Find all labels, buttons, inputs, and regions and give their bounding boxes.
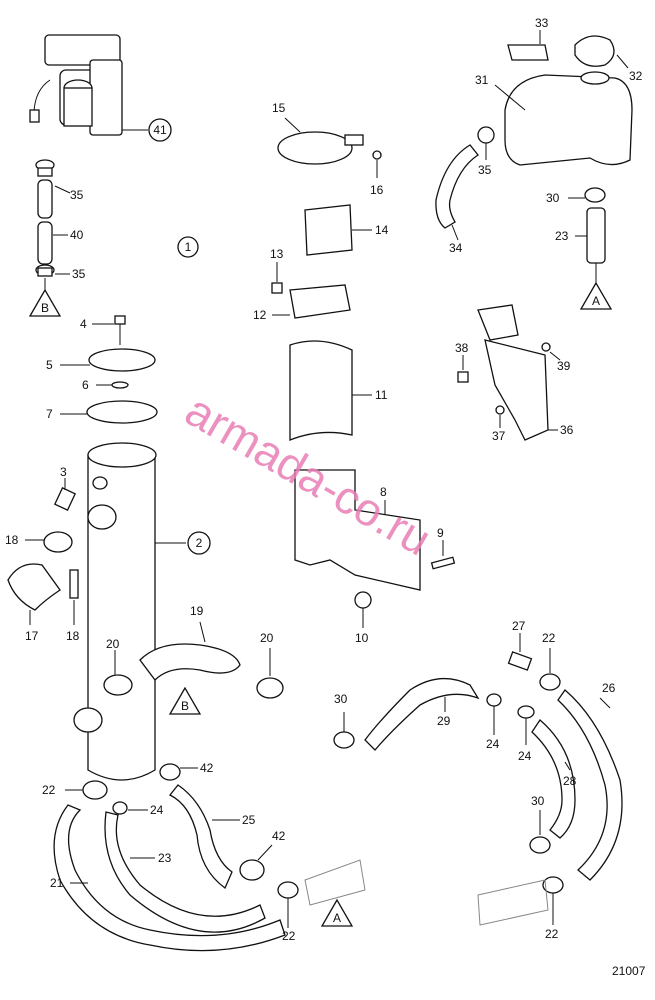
- callout-24a: 24: [150, 803, 164, 817]
- callout-6: 6: [82, 378, 89, 392]
- callout-2: 2: [196, 536, 203, 550]
- callout-11: 11: [375, 388, 388, 402]
- lower-hoses: 21 23 25 42 22: [50, 784, 366, 952]
- callout-42a: 42: [200, 761, 214, 775]
- callout-1: 1: [185, 240, 192, 254]
- right-hoses: 27 22 26 29 24 30 24 28 30 22: [333, 619, 623, 941]
- callout-16: 16: [370, 183, 384, 197]
- tank-bracket: 38 39 37 36: [455, 304, 574, 443]
- bracket-column: 15 16 14 13 12 11 8 9 10: [253, 101, 456, 645]
- callout-22b: 22: [282, 929, 296, 943]
- callout-39: 39: [557, 359, 571, 373]
- callout-35b: 35: [72, 267, 86, 281]
- main-tank: 2: [87, 442, 211, 781]
- ref-A-bottom: A: [333, 911, 341, 925]
- callout-40: 40: [70, 228, 84, 242]
- callout-21: 21: [50, 876, 64, 890]
- callout-3: 3: [60, 465, 67, 479]
- callout-30a: 30: [546, 191, 560, 205]
- callout-10: 10: [355, 631, 369, 645]
- callout-33: 33: [535, 16, 549, 30]
- callout-19: 19: [190, 604, 204, 618]
- callout-22a: 22: [42, 783, 56, 797]
- callout-7: 7: [46, 407, 53, 421]
- callout-4: 4: [80, 317, 87, 331]
- pump-unit: 41: [29, 34, 172, 142]
- hose-19-group: 19 20 20: [103, 604, 284, 699]
- callout-22d: 22: [545, 927, 559, 941]
- cap-stack: 4 5 6 7: [46, 315, 158, 424]
- callout-13: 13: [270, 247, 284, 261]
- callout-22c: 22: [542, 631, 556, 645]
- callout-9: 9: [437, 526, 444, 540]
- pump-hose-stack: 35 40 35 B: [28, 159, 86, 317]
- callout-36: 36: [560, 423, 574, 437]
- callout-15: 15: [272, 101, 286, 115]
- callout-12: 12: [253, 308, 267, 322]
- callout-24b: 24: [486, 737, 500, 751]
- ref-A-top: A: [592, 294, 600, 308]
- callout-31: 31: [475, 73, 489, 87]
- callout-26: 26: [602, 681, 616, 695]
- callout-35c: 35: [478, 163, 492, 177]
- tank-bottom-fittings: 42 22 24: [42, 707, 214, 817]
- callout-42b: 42: [272, 829, 286, 843]
- callout-23a: 23: [158, 851, 172, 865]
- callout-25: 25: [242, 813, 256, 827]
- ref-B-mid: B: [181, 699, 189, 713]
- callout-29: 29: [437, 714, 451, 728]
- callout-17: 17: [25, 629, 39, 643]
- elbow-group: 18 17 18: [5, 504, 117, 643]
- expansion-tank: 32 33 31 35 34 30 23 A: [435, 16, 643, 310]
- callout-35a: 35: [70, 188, 84, 202]
- callout-30b: 30: [334, 692, 348, 706]
- callout-28: 28: [563, 774, 577, 788]
- callout-20b: 20: [260, 631, 274, 645]
- callout-18b: 18: [66, 629, 80, 643]
- callout-20a: 20: [106, 637, 120, 651]
- callout-41: 41: [153, 123, 167, 137]
- fitting-3: 3: [53, 465, 108, 511]
- callout-34: 34: [449, 241, 463, 255]
- callout-8: 8: [380, 485, 387, 499]
- ref-B-top: B: [41, 301, 49, 315]
- callout-27: 27: [512, 619, 526, 633]
- callout-32: 32: [629, 69, 643, 83]
- callout-37: 37: [492, 429, 506, 443]
- callout-38: 38: [455, 341, 469, 355]
- callout-14: 14: [375, 223, 389, 237]
- callout-18a: 18: [5, 533, 19, 547]
- callout-5: 5: [46, 358, 53, 372]
- callout-23b: 23: [555, 229, 569, 243]
- callout-30c: 30: [531, 794, 545, 808]
- drawing-code: 21007: [612, 964, 646, 978]
- callout-24c: 24: [518, 749, 532, 763]
